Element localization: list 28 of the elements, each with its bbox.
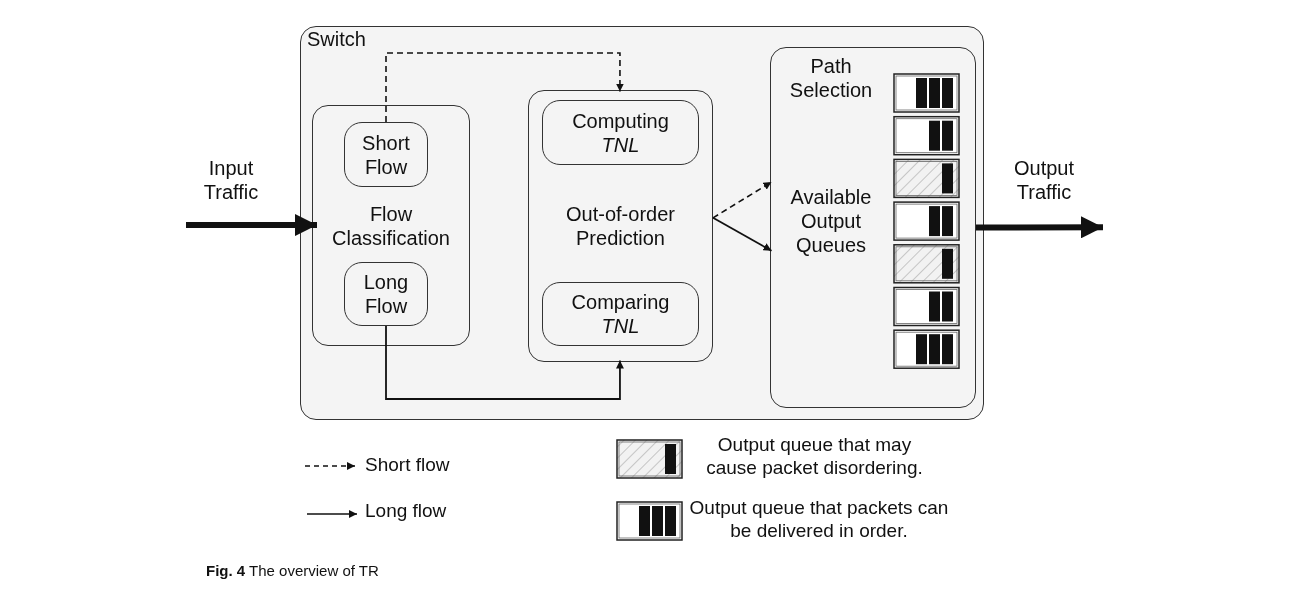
node-label: Computing TNL bbox=[571, 108, 670, 157]
arrow bbox=[385, 52, 624, 123]
node-label: Out-of-order Prediction bbox=[565, 202, 676, 250]
node-label: Comparing TNL bbox=[570, 290, 671, 338]
node-label: Available Output Queues bbox=[789, 185, 873, 257]
process-group bbox=[528, 90, 713, 362]
process-box bbox=[344, 262, 428, 326]
arrow bbox=[186, 214, 317, 237]
legend-text: Long flow bbox=[365, 500, 448, 523]
arrow bbox=[976, 216, 1103, 239]
node-label: Short Flow bbox=[361, 130, 411, 179]
legend-text: Output queue that packets can be delivered in order. bbox=[688, 497, 950, 543]
switch-container bbox=[300, 26, 984, 420]
process-box bbox=[344, 122, 428, 187]
node-label: Flow Classification bbox=[331, 201, 451, 250]
process-box bbox=[542, 282, 699, 346]
legend-text: Output queue that may cause packet disordering. bbox=[705, 434, 924, 480]
process-group bbox=[312, 105, 470, 346]
process-box bbox=[542, 100, 699, 165]
figure-caption: Fig. 4 The overview of TR bbox=[206, 562, 379, 579]
container-title: Switch bbox=[307, 27, 366, 51]
node-label: Long Flow bbox=[362, 270, 410, 318]
node-label: Path Selection bbox=[788, 54, 874, 102]
legend-text: Short flow bbox=[365, 454, 451, 477]
node-label: Input Traffic bbox=[202, 156, 260, 204]
process-group bbox=[770, 47, 976, 408]
arrow bbox=[385, 325, 624, 400]
node-label: Output Traffic bbox=[1012, 156, 1075, 204]
